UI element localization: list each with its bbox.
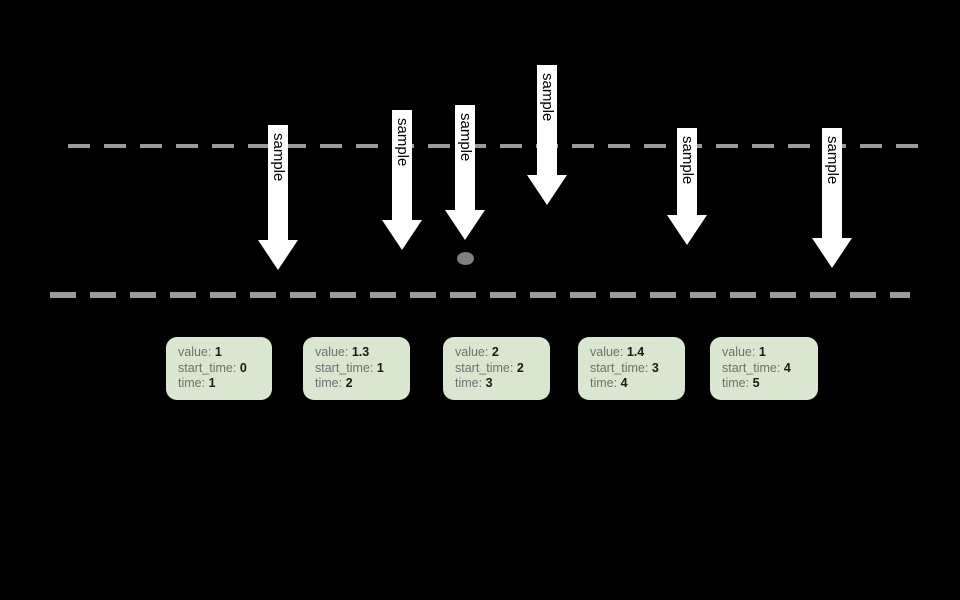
record-field: start_time: 2	[455, 361, 540, 377]
sample-arrow-2[interactable]: sample	[382, 110, 422, 250]
arrow-shaft	[268, 125, 288, 240]
record-field-value: 3	[485, 376, 493, 390]
arrow-label: sample	[539, 73, 556, 122]
arrow-head	[382, 220, 422, 250]
dash-segments	[50, 292, 910, 298]
arrow-head	[667, 215, 707, 245]
sample-arrow-1[interactable]: sample	[258, 125, 298, 270]
arrow-label: sample	[394, 118, 411, 167]
record-field-key: time:	[722, 376, 750, 390]
record-field-key: start_time:	[455, 360, 514, 375]
record-field: value: 1.4	[590, 345, 675, 361]
arrow-shaft	[392, 110, 412, 220]
record-field-key: start_time:	[722, 360, 781, 375]
record-field: start_time: 1	[315, 361, 400, 377]
record-field-key: start_time:	[178, 360, 237, 375]
sample-arrow-6[interactable]: sample	[812, 128, 852, 268]
record-field-value: 4	[620, 376, 628, 390]
record-field: value: 1	[722, 345, 808, 361]
record-field-key: start_time:	[590, 360, 649, 375]
arrow-head	[258, 240, 298, 270]
dash-segments	[68, 144, 926, 148]
record-field-key: time:	[315, 376, 343, 390]
record-field-key: time:	[590, 376, 618, 390]
arrow-shaft	[677, 128, 697, 215]
input-stream-line	[68, 144, 926, 148]
record-field-value: 1	[376, 360, 384, 375]
record-field-value: 1.4	[626, 345, 645, 359]
record-field-value: 1.3	[351, 345, 370, 359]
record-field: time: 1	[178, 376, 262, 392]
arrow-label: sample	[270, 133, 287, 182]
record-field: start_time: 3	[590, 361, 675, 377]
record-field: time: 4	[590, 376, 675, 392]
record-field-key: value:	[178, 345, 212, 359]
record-field-key: value:	[455, 345, 489, 359]
record-field: time: 3	[455, 376, 540, 392]
arrow-shaft	[455, 105, 475, 210]
record-field-value: 3	[651, 360, 659, 375]
arrow-head	[445, 210, 485, 240]
record-field: time: 2	[315, 376, 400, 392]
record-field-value: 1	[214, 345, 222, 359]
sample-arrow-3[interactable]: sample	[445, 105, 485, 240]
arrow-head	[527, 175, 567, 205]
record-field-value: 1	[758, 345, 766, 359]
record-field: time: 5	[722, 376, 808, 392]
arrow-label: sample	[679, 136, 696, 185]
arrow-shaft	[537, 65, 557, 175]
record-field-key: value:	[315, 345, 349, 359]
arrow-head	[812, 238, 852, 268]
arrow-label: sample	[457, 113, 474, 162]
arrow-shaft	[822, 128, 842, 238]
record-field-key: value:	[722, 345, 756, 359]
sample-arrow-4[interactable]: sample	[527, 65, 567, 205]
record-field-value: 0	[239, 360, 247, 375]
record-field-key: value:	[590, 345, 624, 359]
record-field: value: 1.3	[315, 345, 400, 361]
record-field: value: 1	[178, 345, 262, 361]
record-field-key: start_time:	[315, 360, 374, 375]
record-field-value: 1	[208, 376, 216, 390]
record-field-value: 2	[491, 345, 499, 359]
record-field: start_time: 4	[722, 361, 808, 377]
record-field-value: 4	[783, 360, 791, 375]
record-field-value: 2	[516, 360, 524, 375]
record-field-key: time:	[178, 376, 206, 390]
record-field: value: 2	[455, 345, 540, 361]
arrow-label: sample	[824, 136, 841, 185]
record-field-value: 5	[752, 376, 760, 390]
event-dot	[457, 252, 474, 265]
record-field: start_time: 0	[178, 361, 262, 377]
sample-arrow-5[interactable]: sample	[667, 128, 707, 245]
record-field-key: time:	[455, 376, 483, 390]
record-field-value: 2	[345, 376, 353, 390]
output-stream-line	[50, 292, 910, 298]
